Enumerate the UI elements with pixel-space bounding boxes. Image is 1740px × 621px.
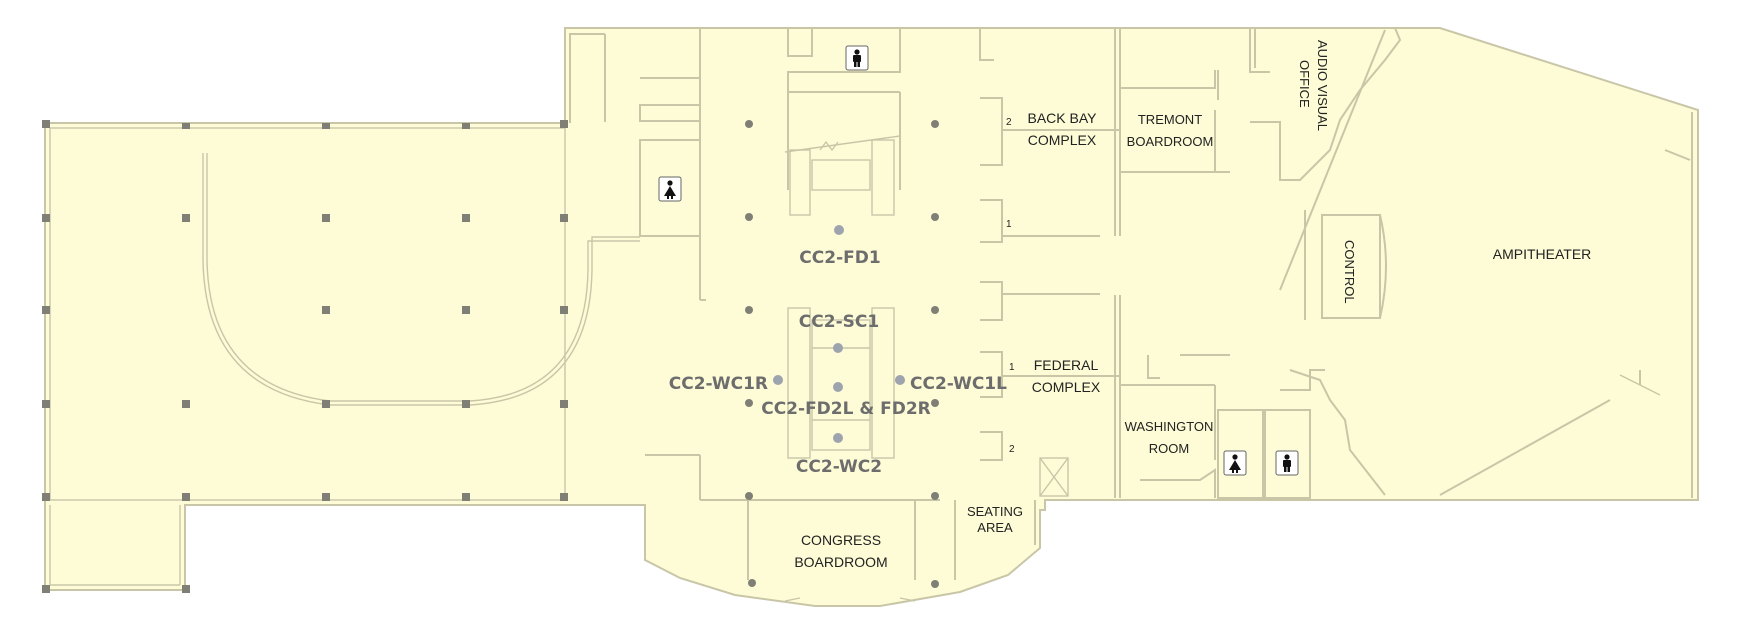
column [182,493,190,501]
womens-restroom-icon [658,176,682,202]
column [462,306,470,314]
column [182,123,190,129]
washington-label: WASHINGTON [1125,419,1214,434]
congress-label: BOARDROOM [794,554,887,570]
seating-area-label: AREA [977,520,1013,535]
column [931,492,939,500]
column [42,493,50,501]
door-number: 1 [1009,362,1015,373]
congress-label: CONGRESS [801,532,881,548]
column [931,399,939,407]
federal-label: COMPLEX [1032,379,1101,395]
seating-area-label: SEATING [967,504,1023,519]
sensor-labels: CC2-FD1 CC2-SC1 CC2-WC1R CC2-WC1L CC2-FD… [669,248,1007,477]
sensor-sc1-label: CC2-SC1 [799,312,879,332]
sensor-wc1l-label: CC2-WC1L [910,374,1007,394]
column [322,493,330,501]
column [322,400,330,408]
column [931,580,939,588]
column [462,400,470,408]
door-number: 2 [1006,117,1012,128]
back-bay-label: COMPLEX [1028,132,1097,148]
audio-visual-label: OFFICE [1297,60,1312,108]
column [462,493,470,501]
sensor-points [773,225,905,443]
sensor-wc1r-label: CC2-WC1R [669,374,768,394]
column [42,120,50,128]
mens-restroom-icon [1275,450,1299,476]
sensor-fd1-label: CC2-FD1 [799,248,880,268]
sensor-wc1r-marker [773,375,783,385]
column [42,585,50,593]
escalator-top [784,135,901,216]
sensor-fd1-marker [834,225,844,235]
column [931,213,939,221]
mens-restroom-icon [845,45,869,71]
column [322,306,330,314]
room-labels: BACK BAY COMPLEX TREMONT BOARDROOM AUDIO… [794,40,1591,570]
sensor-fd2-marker [833,382,843,392]
door-number: 2 [1009,444,1015,455]
column [462,123,470,129]
column [931,120,939,128]
control-label: CONTROL [1342,240,1357,304]
column [322,214,330,222]
column [745,120,753,128]
column [182,400,190,408]
column [462,214,470,222]
column [745,213,753,221]
column [560,400,568,408]
washington-label: ROOM [1149,441,1189,456]
column [931,306,939,314]
column [560,120,568,128]
column [42,214,50,222]
sensor-fd2-label: CC2-FD2L & FD2R [761,399,931,419]
column [560,306,568,314]
tremont-label: TREMONT [1138,112,1202,127]
column [42,400,50,408]
federal-label: FEDERAL [1034,357,1099,373]
column [182,214,190,222]
column [748,579,756,587]
column [745,492,753,500]
door-number: 1 [1006,219,1012,230]
escalator-bottom [787,307,895,459]
column [745,399,753,407]
ampitheater-label: AMPITHEATER [1493,246,1592,262]
back-bay-label: BACK BAY [1028,110,1098,126]
sensor-wc1l-marker [895,375,905,385]
column [322,123,330,129]
column [560,493,568,501]
column [745,306,753,314]
womens-restroom-icon [1223,450,1247,476]
column [182,585,190,593]
sensor-wc2-label: CC2-WC2 [796,457,882,477]
door-numbers: 2 1 1 2 [1006,117,1015,455]
sensor-sc1-marker [833,343,843,353]
tremont-label: BOARDROOM [1127,134,1214,149]
column [42,306,50,314]
sensor-wc2-marker [833,433,843,443]
column [560,214,568,222]
columns [42,120,939,593]
audio-visual-label: AUDIO VISUAL [1315,40,1330,131]
